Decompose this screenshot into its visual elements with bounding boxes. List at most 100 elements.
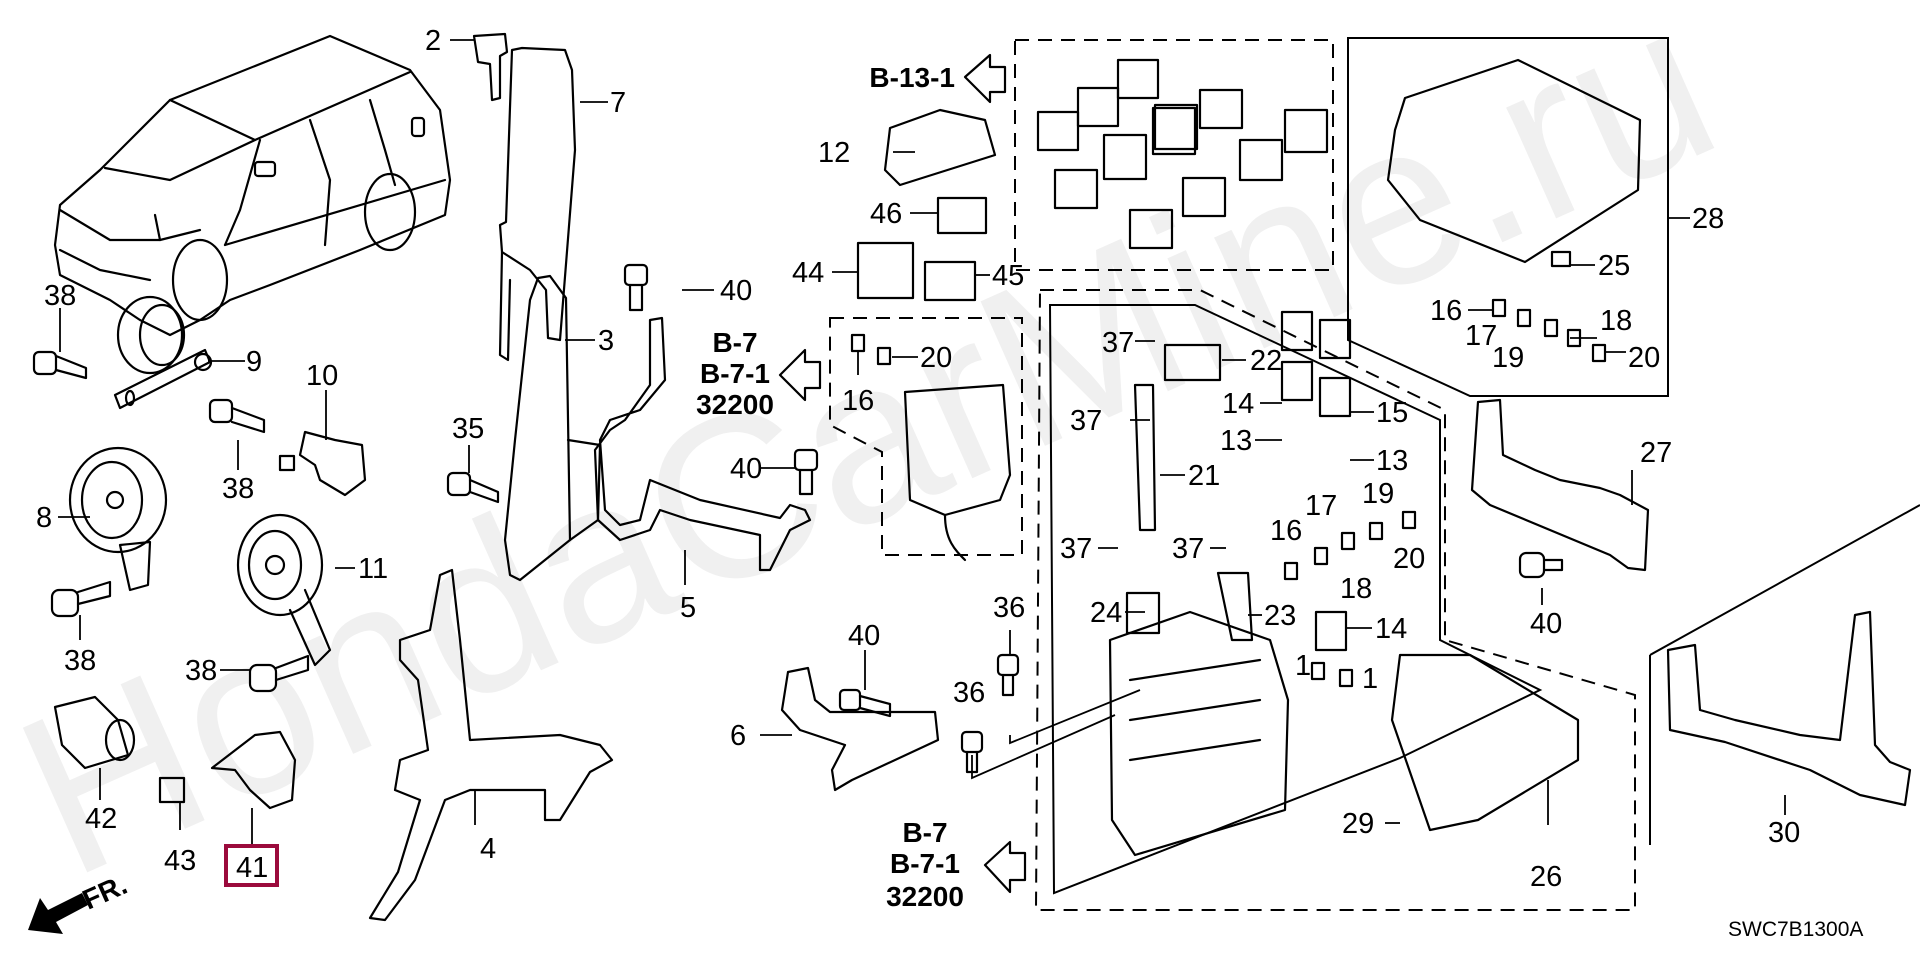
- callout-41[interactable]: 41: [236, 852, 268, 884]
- callout-4[interactable]: 4: [480, 833, 496, 865]
- callout-43[interactable]: 43: [164, 845, 196, 877]
- callout-2[interactable]: 2: [425, 25, 441, 57]
- callout-40-d[interactable]: 40: [1530, 608, 1562, 640]
- callout-16-c[interactable]: 16: [1430, 295, 1462, 327]
- callout-37-b[interactable]: 37: [1070, 405, 1102, 437]
- callout-9[interactable]: 9: [246, 346, 262, 378]
- callout-22[interactable]: 22: [1250, 345, 1282, 377]
- fuse-14-b: [1314, 610, 1348, 652]
- ref-arrow-bottom-line-2[interactable]: B-7-1: [890, 848, 960, 879]
- callout-labels: 2 7 3 35 38 9 10 38 8 11 38 38 42 43 41 …: [36, 25, 1800, 893]
- callout-38-c[interactable]: 38: [64, 645, 96, 677]
- bolt-40-d: [1518, 551, 1564, 579]
- callout-40-c[interactable]: 40: [848, 620, 880, 652]
- bolt-36-a: [996, 653, 1020, 697]
- bolt-40-c: [838, 688, 892, 718]
- callout-18-b[interactable]: 18: [1340, 573, 1372, 605]
- ref-arrow-mid-line-3[interactable]: 32200: [696, 389, 774, 420]
- callout-21[interactable]: 21: [1188, 460, 1220, 492]
- callout-19-c[interactable]: 19: [1492, 342, 1524, 374]
- callout-17-c[interactable]: 17: [1465, 320, 1497, 352]
- fuse-13-a: [1280, 360, 1314, 402]
- callout-38-d[interactable]: 38: [185, 655, 217, 687]
- callout-35[interactable]: 35: [452, 413, 484, 445]
- callout-6[interactable]: 6: [730, 720, 746, 752]
- callout-36-a[interactable]: 36: [993, 592, 1025, 624]
- bolt-40-b: [793, 448, 819, 496]
- horn-8: [68, 446, 168, 592]
- ecu-bracket-3: [503, 274, 602, 582]
- callout-20-c[interactable]: 20: [1628, 342, 1660, 374]
- callout-37-c[interactable]: 37: [1060, 533, 1092, 565]
- callout-45[interactable]: 45: [992, 260, 1024, 292]
- callout-17-b[interactable]: 17: [1305, 490, 1337, 522]
- ref-arrow-bottom-line-3[interactable]: 32200: [886, 881, 964, 912]
- callout-28[interactable]: 28: [1692, 203, 1724, 235]
- fuse-1-a: [1310, 661, 1326, 681]
- callout-20-b[interactable]: 20: [1393, 543, 1425, 575]
- callout-16-b[interactable]: 16: [1270, 515, 1302, 547]
- callout-13-a[interactable]: 13: [1220, 425, 1252, 457]
- callout-20-a[interactable]: 20: [920, 342, 952, 374]
- callout-13-b[interactable]: 13: [1376, 445, 1408, 477]
- callout-25[interactable]: 25: [1598, 250, 1630, 282]
- callout-10[interactable]: 10: [306, 360, 338, 392]
- callout-12[interactable]: 12: [818, 137, 850, 169]
- callout-19-b[interactable]: 19: [1362, 478, 1394, 510]
- diagram-code: SWC7B1300A: [1728, 918, 1863, 941]
- mini-fuses-middle: [1283, 510, 1417, 581]
- fuse-24: [1125, 591, 1161, 635]
- ref-arrow-bottom-line-1[interactable]: B-7: [902, 817, 947, 848]
- callout-14-a[interactable]: 14: [1222, 388, 1254, 420]
- callout-30[interactable]: 30: [1768, 817, 1800, 849]
- callout-16-a[interactable]: 16: [842, 385, 874, 417]
- ref-arrow-bottom[interactable]: B-7 B-7-1 32200: [886, 817, 1027, 912]
- callout-37-d[interactable]: 37: [1172, 533, 1204, 565]
- cover-26: [1390, 653, 1580, 832]
- relay-box-12: [883, 108, 997, 187]
- callout-38-b[interactable]: 38: [222, 473, 254, 505]
- callout-1-a[interactable]: 1: [1295, 650, 1311, 682]
- fuse-box-main: [1108, 610, 1290, 857]
- callout-3[interactable]: 3: [598, 325, 614, 357]
- callout-26[interactable]: 26: [1530, 861, 1562, 893]
- callout-1-b[interactable]: 1: [1362, 663, 1378, 695]
- main-fuse-boundary-outer: [1034, 289, 1636, 911]
- callout-23[interactable]: 23: [1264, 600, 1296, 632]
- callout-29[interactable]: 29: [1342, 808, 1374, 840]
- fuse-14-a: [1280, 310, 1314, 352]
- callout-24[interactable]: 24: [1090, 597, 1122, 629]
- bolt-38-a: [32, 350, 88, 380]
- callout-8[interactable]: 8: [36, 502, 52, 534]
- callout-46[interactable]: 46: [870, 198, 902, 230]
- bracket-21: [1133, 383, 1157, 532]
- fuse-25: [1550, 250, 1572, 268]
- callout-40-a[interactable]: 40: [720, 275, 752, 307]
- ref-arrow-mid-line-1[interactable]: B-7: [712, 327, 757, 358]
- bolt-40-a: [623, 263, 649, 312]
- callout-14-b[interactable]: 14: [1375, 613, 1407, 645]
- callout-11[interactable]: 11: [358, 553, 388, 585]
- callout-36-b[interactable]: 36: [953, 677, 985, 709]
- callout-42[interactable]: 42: [85, 803, 117, 835]
- callout-7[interactable]: 7: [610, 87, 626, 119]
- clip-43: [158, 776, 186, 804]
- ref-arrow-top-text[interactable]: B-13-1: [869, 62, 955, 93]
- fuse-1-b: [1338, 668, 1354, 688]
- callout-27[interactable]: 27: [1640, 437, 1672, 469]
- ref-arrow-mid-line-2[interactable]: B-7-1: [700, 358, 770, 389]
- ref-arrow-mid[interactable]: B-7 B-7-1 32200: [696, 327, 822, 420]
- fuse-16-a: [850, 333, 866, 353]
- callout-38-a[interactable]: 38: [44, 280, 76, 312]
- callout-44[interactable]: 44: [792, 257, 824, 289]
- callout-37-a[interactable]: 37: [1102, 327, 1134, 359]
- callout-18-c[interactable]: 18: [1600, 305, 1632, 337]
- bracket-2: [472, 32, 509, 102]
- callout-15[interactable]: 15: [1376, 397, 1408, 429]
- callout-5[interactable]: 5: [680, 592, 696, 624]
- cover-7: [498, 46, 577, 362]
- ref-arrow-top[interactable]: B-13-1: [869, 53, 1007, 104]
- relay-group: [1036, 58, 1329, 250]
- relay-44: [856, 241, 915, 300]
- callout-40-b[interactable]: 40: [730, 453, 762, 485]
